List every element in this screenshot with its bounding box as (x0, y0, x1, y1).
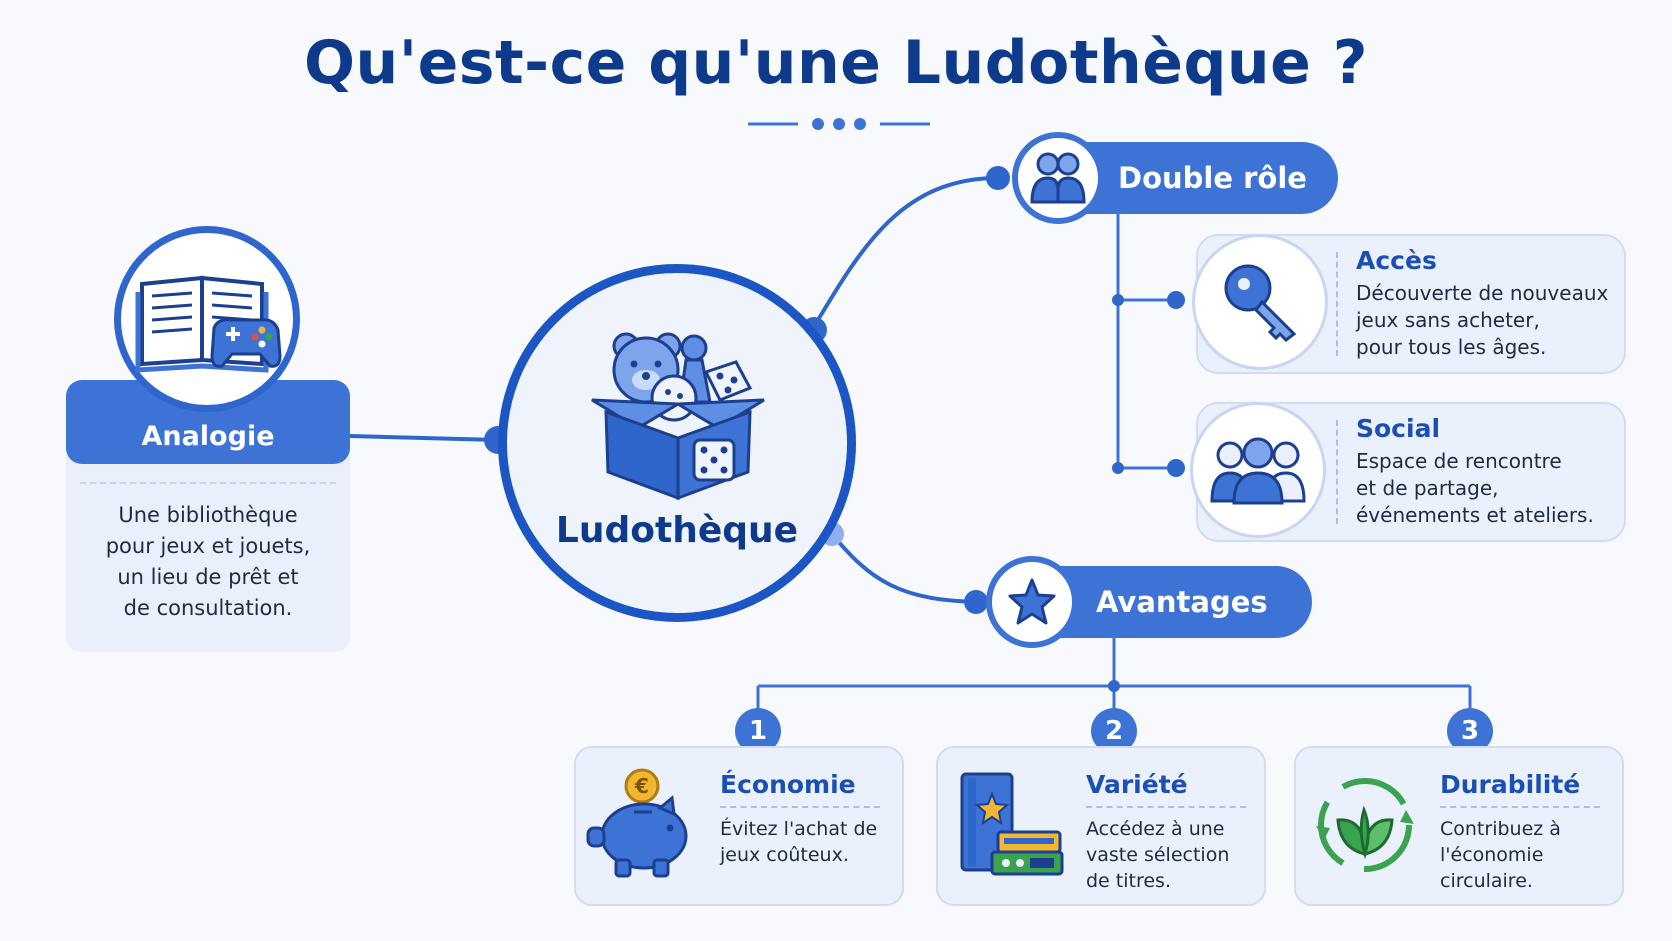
economy-divider (720, 806, 880, 808)
page-title: Qu'est-ce qu'une Ludothèque ? (303, 28, 1369, 98)
piggy-bank-icon: € (586, 768, 688, 878)
double-role-icon-circle (1012, 132, 1104, 224)
analogy-description: Une bibliothèque pour jeux et jouets, un… (80, 500, 336, 624)
economy-title: Économie (720, 770, 856, 799)
people-icon (1030, 152, 1086, 204)
title-decoration (748, 118, 930, 130)
game-boxes-icon (960, 772, 1064, 876)
social-separator (1336, 420, 1338, 524)
sustainability-divider (1440, 806, 1600, 808)
economy-line: jeux coûteux. (720, 844, 849, 866)
star-icon (1008, 578, 1056, 625)
social-description: Espace de rencontre et de partage, événe… (1356, 448, 1626, 529)
access-description: Découverte de nouveaux jeux sans acheter… (1356, 280, 1626, 361)
analogy-line: pour jeux et jouets, (105, 534, 311, 558)
variety-line: vaste sélection (1086, 844, 1230, 866)
sustainability-line: Contribuez à (1440, 818, 1561, 840)
sustainability-line: circulaire. (1440, 870, 1533, 892)
advantages-icon-circle (986, 556, 1078, 648)
access-line: jeux sans acheter, (1356, 308, 1540, 332)
social-title: Social (1356, 414, 1441, 443)
access-separator (1336, 252, 1338, 356)
sustainability-title: Durabilité (1440, 770, 1581, 799)
toy-box-icon (591, 332, 765, 501)
economy-line: Évitez l'achat de (720, 818, 878, 840)
recycle-leaf-icon (1316, 778, 1414, 872)
key-icon (1224, 264, 1297, 342)
coin-symbol: € (634, 774, 649, 798)
variety-divider (1086, 806, 1246, 808)
center-label: Ludothèque (555, 510, 799, 551)
sustainability-description: Contribuez à l'économie circulaire. (1440, 816, 1610, 894)
access-icon-circle (1192, 234, 1328, 370)
social-line: Espace de rencontre (1356, 449, 1562, 473)
analogy-icon-circle (114, 226, 300, 412)
variety-line: de titres. (1086, 870, 1171, 892)
book-gamepad-icon (135, 275, 282, 373)
group-icon (1210, 437, 1306, 505)
variety-description: Accédez à une vaste sélection de titres. (1086, 816, 1256, 894)
analogy-line: un lieu de prêt et (117, 565, 299, 589)
access-line: Découverte de nouveaux (1356, 281, 1609, 305)
analogy-divider (80, 482, 336, 484)
economy-description: Évitez l'achat de jeux coûteux. (720, 816, 890, 868)
social-line: et de partage, (1356, 476, 1499, 500)
analogy-line: Une bibliothèque (118, 503, 298, 527)
variety-title: Variété (1086, 770, 1188, 799)
access-line: pour tous les âges. (1356, 335, 1547, 359)
access-title: Accès (1356, 246, 1437, 275)
analogy-line: de consultation. (123, 596, 293, 620)
variety-line: Accédez à une (1086, 818, 1225, 840)
social-icon-circle (1190, 402, 1326, 538)
sustainability-line: l'économie (1440, 844, 1544, 866)
social-line: événements et ateliers. (1356, 503, 1594, 527)
